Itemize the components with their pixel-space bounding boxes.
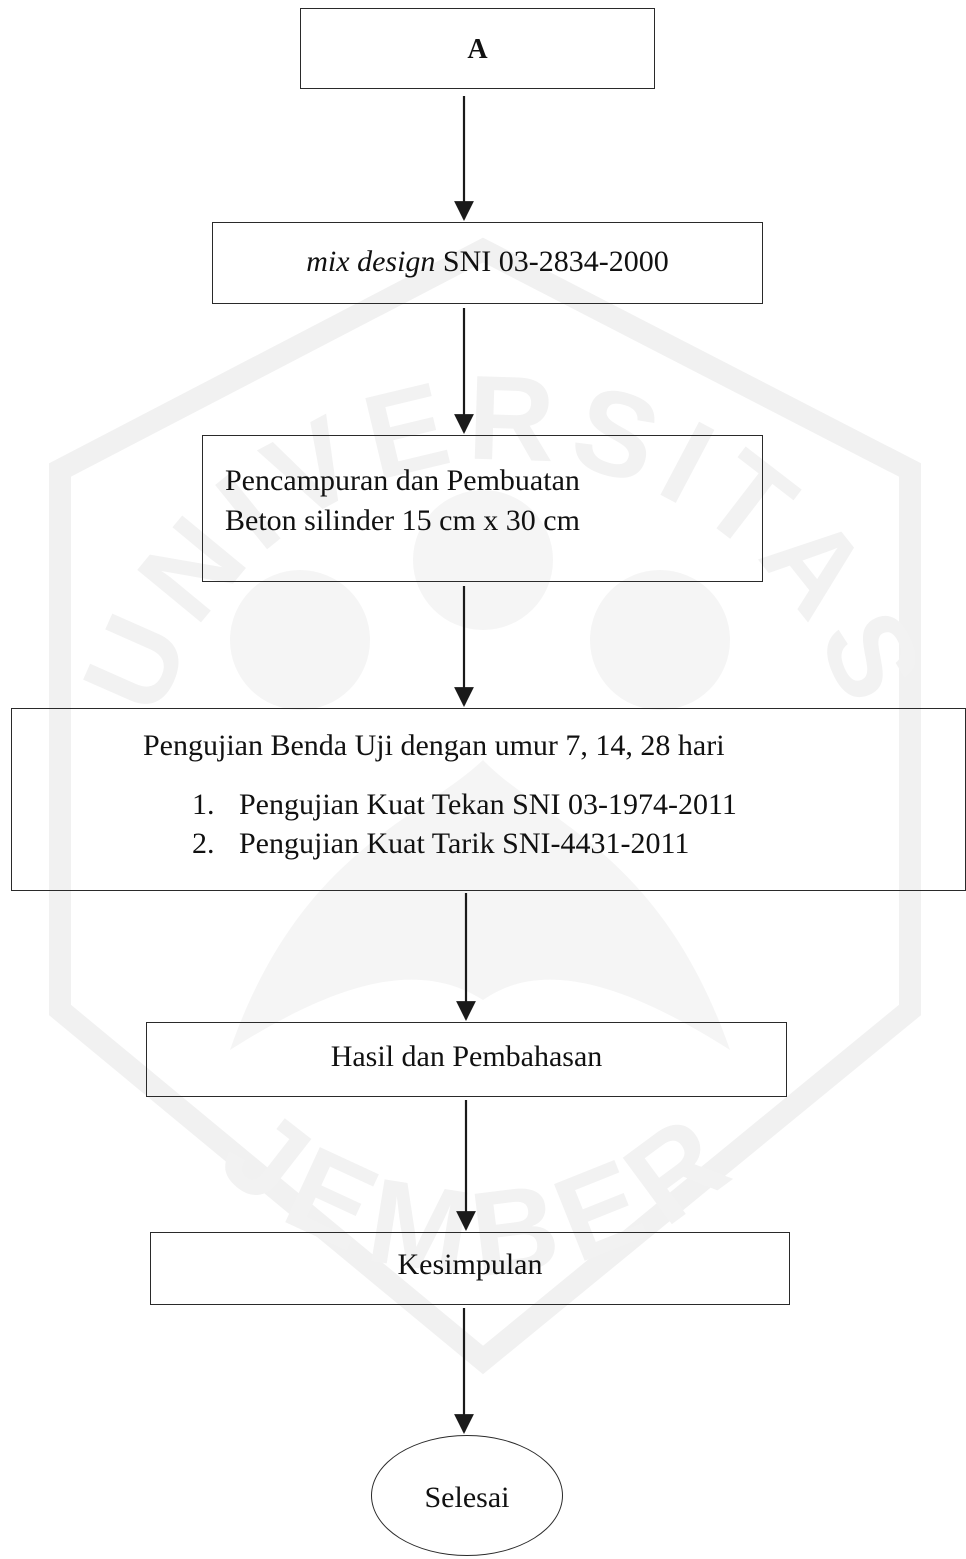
hasil-box — [146, 1022, 787, 1097]
hasil-label: Hasil dan Pembahasan — [330, 1040, 603, 1073]
selesai-terminator — [371, 1435, 563, 1556]
pengujian-item-1-number: 1. — [192, 788, 215, 821]
node-a-box — [300, 8, 655, 89]
mix-design-label: mix design SNI 03-2834-2000 — [212, 247, 763, 277]
mix-design-box — [212, 222, 763, 304]
pengujian-item-1-text: Pengujian Kuat Tekan SNI 03-1974-2011 — [239, 788, 737, 821]
pencampuran-line-2: Beton silinder 15 cm x 30 cm — [225, 504, 580, 537]
pencampuran-box — [202, 435, 763, 582]
mix-design-italic: mix design — [306, 245, 436, 278]
kesimpulan-label: Kesimpulan — [397, 1248, 543, 1281]
pengujian-item-2-text: Pengujian Kuat Tarik SNI-4431-2011 — [239, 827, 690, 860]
node-a-label: A — [467, 34, 488, 65]
mix-design-standard: SNI 03-2834-2000 — [435, 245, 669, 278]
selesai-label: Selesai — [424, 1481, 510, 1514]
kesimpulan-box — [150, 1232, 790, 1305]
pengujian-item-2-number: 2. — [192, 827, 215, 860]
pengujian-title: Pengujian Benda Uji dengan umur 7, 14, 2… — [143, 729, 725, 762]
pencampuran-line-1: Pencampuran dan Pembuatan — [225, 464, 580, 497]
